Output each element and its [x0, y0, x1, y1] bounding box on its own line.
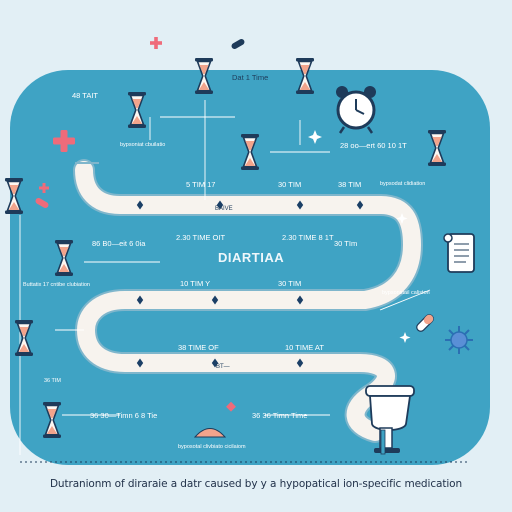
- diagram-title: DIARTIAA: [218, 250, 284, 265]
- sand-pile-icon: [193, 428, 227, 438]
- label-left-bottom-small: 36 TIM: [44, 378, 61, 384]
- label-right-center: 2.30 TIME 8 1T: [282, 233, 334, 242]
- label-right-far: 30 TIm: [334, 239, 357, 248]
- label-row1-a: 5 TIM 17: [186, 180, 215, 189]
- medical-cross-icon: [53, 130, 75, 152]
- virus-icon: [445, 326, 473, 354]
- sparkle-icon: [308, 130, 411, 343]
- scroll-icon: [443, 233, 475, 273]
- label-right-top: 28 oo—ert 60 10 1T: [340, 141, 407, 150]
- pill-icon: [35, 198, 49, 208]
- connector-lines: [19, 100, 431, 455]
- medical-cross-icon: [39, 183, 49, 193]
- pill-icon: [416, 314, 434, 332]
- label-left-top: 48 TAIT: [72, 91, 98, 100]
- label-row2-b: 30 TIM: [278, 279, 301, 288]
- label-row3-b: 10 TIME AT: [285, 343, 324, 352]
- medical-cross-icon: [150, 37, 162, 49]
- label-row1-b: 30 TIM: [278, 180, 301, 189]
- label-row3-a: 38 TIME OF: [178, 343, 219, 352]
- label-right-lower: bypsonstail caliston: [382, 290, 430, 296]
- diagram-caption: Dutranionm of diraraie a datr caused by …: [49, 478, 463, 490]
- label-under-top-hourglass: bypsoniat cbuilatio: [120, 142, 165, 148]
- sparkle-icon: [226, 401, 236, 412]
- label-bottom-small: byposotal clivbiato cicilaiom: [178, 444, 246, 450]
- label-bottom-b: 36 36 Timn Time: [252, 411, 307, 420]
- label-center-mid: 2.30 TIME OIT: [176, 233, 225, 242]
- label-left-mid: 86 B0—eit 6 0ia: [92, 239, 146, 248]
- label-right-mid: bypsodat clidiation: [380, 181, 425, 187]
- label-row3-mid: BT—: [216, 364, 230, 370]
- label-row2-a: 10 TIM Y: [180, 279, 210, 288]
- label-bottom-a: 36 30—Timn 6 8 Tie: [90, 411, 157, 420]
- label-row1-c: 38 TIM: [338, 180, 361, 189]
- pill-icon: [231, 39, 245, 49]
- label-left-lower: Buttatix 17 cntibe clubiation: [23, 282, 90, 288]
- label-row1-mid: BAIVE: [215, 206, 233, 212]
- label-top-center: Dat 1 Time: [232, 73, 268, 82]
- alarm-clock-icon: [336, 86, 376, 134]
